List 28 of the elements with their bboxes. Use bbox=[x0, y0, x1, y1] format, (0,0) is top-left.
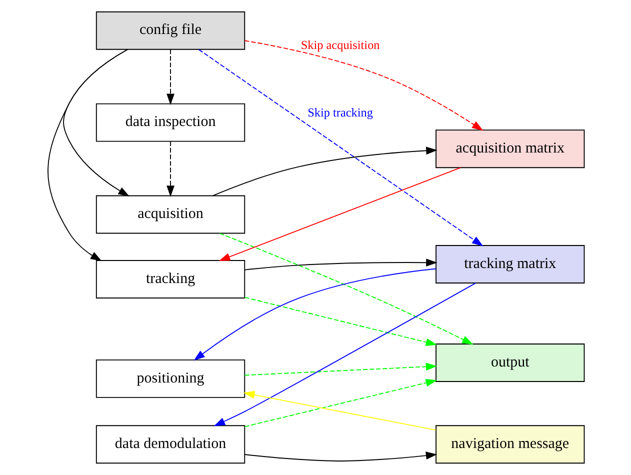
node-box: data demodulation bbox=[95, 425, 245, 464]
edge-label: Skip tracking bbox=[307, 105, 372, 120]
arrow bbox=[166, 140, 174, 197]
node-box: tracking bbox=[95, 260, 245, 298]
arrow bbox=[244, 258, 437, 270]
arrow bbox=[218, 232, 473, 345]
arrow bbox=[244, 452, 437, 462]
arrow bbox=[213, 282, 476, 426]
node-box: acquisition bbox=[95, 195, 245, 234]
arrow bbox=[166, 48, 174, 105]
node-box: output bbox=[435, 344, 584, 382]
node-box: positioning bbox=[95, 359, 245, 398]
arrow bbox=[218, 167, 460, 261]
node-box: config file bbox=[95, 11, 245, 50]
arrow bbox=[47, 49, 128, 262]
arrow bbox=[244, 40, 483, 131]
arrow bbox=[244, 378, 437, 428]
arrow bbox=[193, 268, 436, 361]
node-box: navigation message bbox=[435, 425, 584, 464]
node-box: tracking matrix bbox=[435, 245, 584, 284]
node-box: acquisition matrix bbox=[435, 130, 584, 168]
node-box: data inspection bbox=[95, 103, 245, 142]
arrow bbox=[242, 390, 436, 431]
arrow bbox=[244, 362, 437, 376]
arrow bbox=[244, 296, 437, 346]
arrow bbox=[212, 146, 437, 196]
arrow bbox=[198, 49, 483, 246]
edge-label: Skip acquisition bbox=[300, 38, 380, 52]
